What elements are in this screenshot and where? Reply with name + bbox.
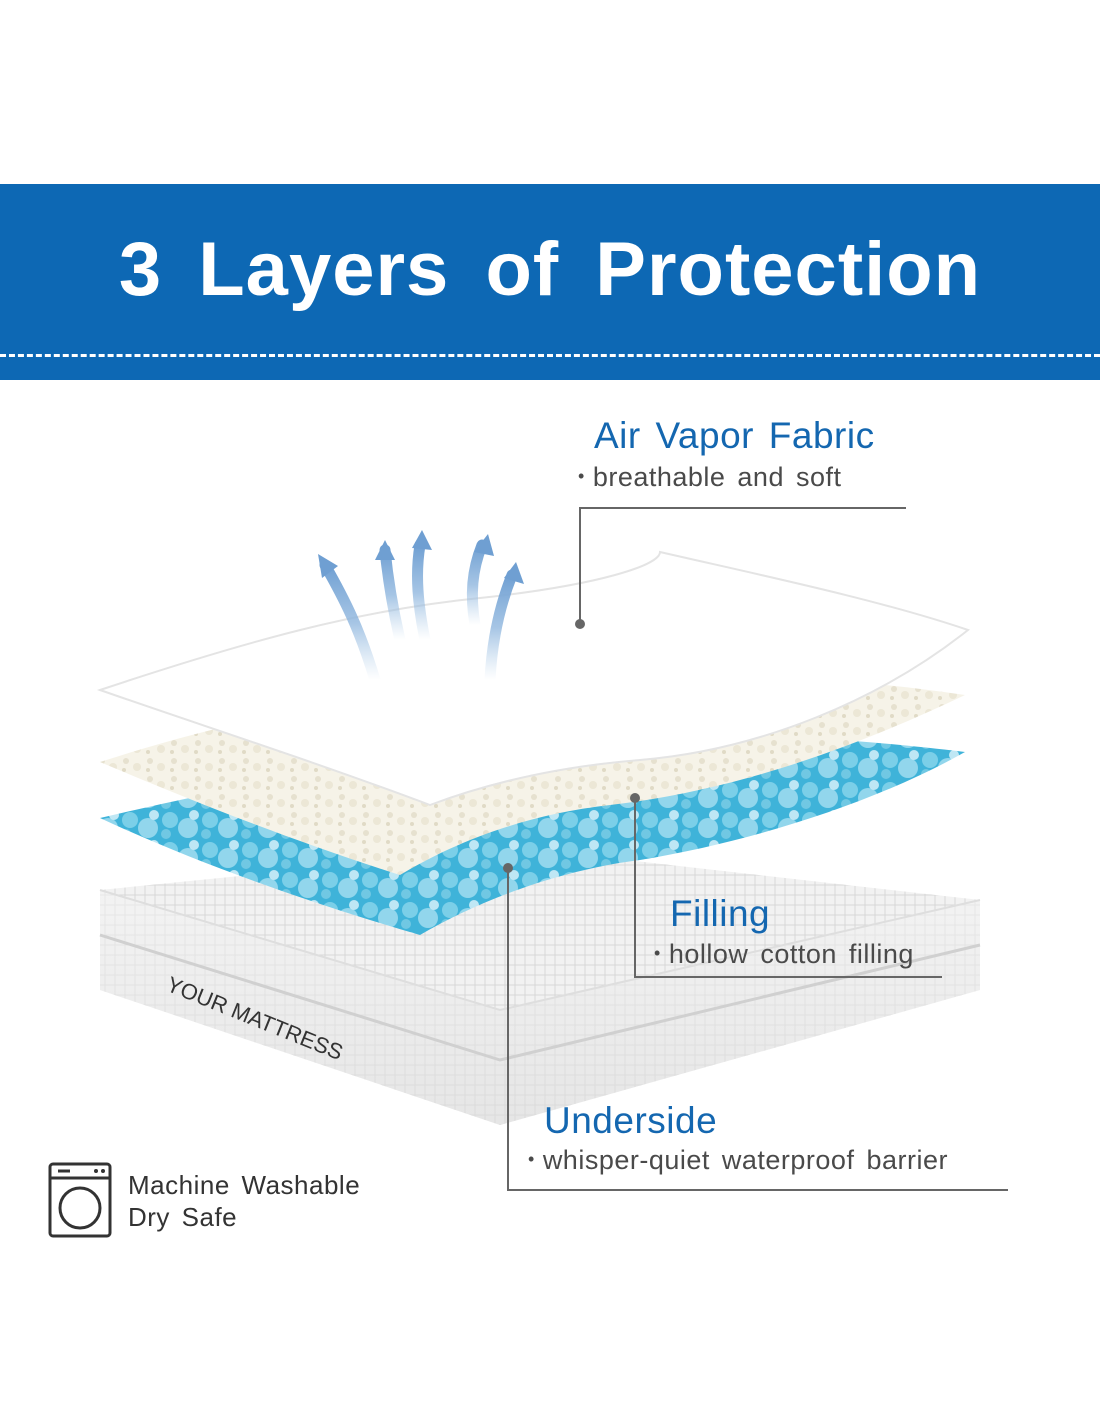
callout-underside-text: whisper-quiet waterproof barrier <box>542 1145 948 1175</box>
care-line-dry: Dry Safe <box>128 1202 238 1232</box>
callout-underside-title: Underside <box>544 1100 718 1141</box>
care-line-washable: Machine Washable <box>128 1170 361 1200</box>
arrow-heads <box>318 530 524 584</box>
mattress-base <box>99 848 981 1125</box>
fabric-layer <box>96 550 971 807</box>
callout-underside-desc: •whisper-quiet waterproof barrier <box>528 1145 948 1175</box>
page-title: 3 Layers of Protection <box>118 227 982 312</box>
leader-dots <box>503 619 640 873</box>
callout-air-vapor-text: breathable and soft <box>592 462 842 492</box>
callout-filling-title: Filling <box>670 893 771 934</box>
dashed-divider <box>0 354 1100 357</box>
leader-lines <box>507 507 1008 1191</box>
callout-air-vapor-title: Air Vapor Fabric <box>594 415 875 456</box>
callout-filling-desc: •hollow cotton filling <box>654 939 914 969</box>
callout-air-vapor-desc: •breathable and soft <box>578 462 842 492</box>
header-banner: 3 Layers of Protection <box>0 184 1100 380</box>
washing-machine-icon <box>48 1162 112 1238</box>
callout-filling-text: hollow cotton filling <box>668 939 914 969</box>
